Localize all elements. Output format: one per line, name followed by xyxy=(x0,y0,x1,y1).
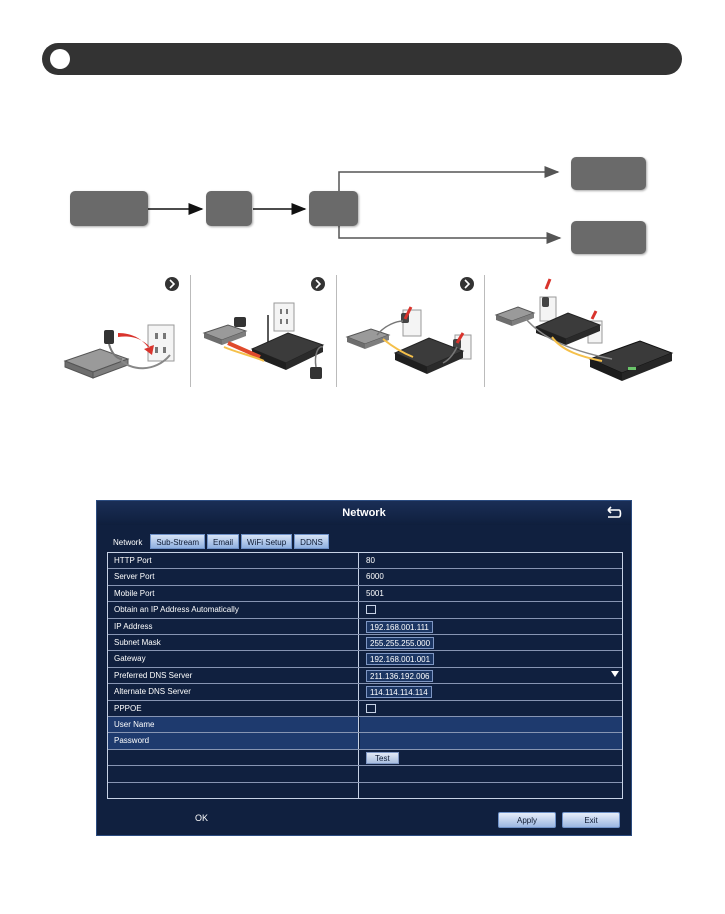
test-button[interactable]: Test xyxy=(366,751,399,764)
setting-label: Server Port xyxy=(108,569,359,585)
obtain-ip-auto-checkbox[interactable] xyxy=(366,605,376,615)
flow-diagram-arrows xyxy=(148,166,562,244)
row-user-name: User Name xyxy=(108,717,622,734)
scroll-down-triangle-icon[interactable] xyxy=(611,670,619,678)
setting-label: Preferred DNS Server xyxy=(108,667,359,684)
setting-label: PPPOE xyxy=(108,700,359,716)
setting-label xyxy=(108,782,359,799)
back-arrow-icon[interactable] xyxy=(605,505,623,521)
chevron-right-circle-icon xyxy=(165,277,179,291)
chevron-right-circle-icon xyxy=(311,277,325,291)
setting-label: IP Address xyxy=(108,618,359,634)
row-test: Test xyxy=(108,749,622,767)
alternate-dns-field[interactable]: 114.114.114.114 xyxy=(366,686,432,699)
row-obtain-ip-auto: Obtain an IP Address Automatically xyxy=(108,602,622,619)
tab-network[interactable]: Network xyxy=(113,538,143,547)
setting-value xyxy=(360,783,622,799)
panel-divider-3 xyxy=(484,275,485,387)
network-settings-table: HTTP Port 80 Server Port 6000 Mobile Por… xyxy=(107,552,623,799)
setting-label: Gateway xyxy=(108,651,359,667)
setting-label: User Name xyxy=(108,717,359,733)
step-illustration-2 xyxy=(198,275,328,387)
row-http-port: HTTP Port 80 xyxy=(108,553,622,570)
setting-label: Obtain an IP Address Automatically xyxy=(108,602,359,618)
tab-email[interactable]: Email xyxy=(207,534,240,549)
server-port-value[interactable]: 6000 xyxy=(366,572,384,582)
preferred-dns-field[interactable]: 211.136.192.006 xyxy=(366,669,434,682)
pppoe-checkbox[interactable] xyxy=(366,703,376,713)
setting-label: Alternate DNS Server xyxy=(108,684,359,700)
subnet-mask-field[interactable]: 255.255.255.000 xyxy=(366,637,435,649)
user-name-field[interactable] xyxy=(360,717,622,733)
flow-arrow-lower xyxy=(338,226,562,244)
tab-ddns[interactable]: DDNS xyxy=(294,534,329,549)
network-settings-window: Network Network Sub-Stream Email WiFi Se… xyxy=(96,500,632,836)
gateway-field[interactable]: 192.168.001.001 xyxy=(366,653,435,666)
mobile-port-value[interactable]: 5001 xyxy=(366,588,384,598)
setting-label xyxy=(108,766,359,782)
setting-label xyxy=(108,749,359,766)
row-server-port: Server Port 6000 xyxy=(108,569,622,586)
setting-label: Mobile Port xyxy=(108,585,359,602)
password-field[interactable] xyxy=(360,733,622,749)
setting-label: Password xyxy=(108,733,359,749)
flow-box-1 xyxy=(70,191,148,226)
row-mobile-port: Mobile Port 5001 xyxy=(108,585,622,603)
step-illustration-1 xyxy=(60,275,190,387)
window-title: Network xyxy=(97,501,631,525)
tab-wifi-setup[interactable]: WiFi Setup xyxy=(241,534,293,549)
row-empty xyxy=(108,766,622,783)
row-empty xyxy=(108,782,622,799)
flow-box-upper xyxy=(571,157,646,190)
row-password: Password xyxy=(108,733,622,750)
row-alternate-dns: Alternate DNS Server 114.114.114.114 xyxy=(108,684,622,701)
http-port-value[interactable]: 80 xyxy=(366,556,375,565)
flow-box-2 xyxy=(206,191,252,226)
row-ip-address: IP Address 192.168.001.111 xyxy=(108,618,622,635)
chevron-right-circle-icon xyxy=(460,277,474,291)
section-header-bar xyxy=(42,43,682,75)
flow-box-3 xyxy=(309,191,358,226)
step-illustration-4 xyxy=(492,275,674,387)
row-pppoe: PPPOE xyxy=(108,700,622,717)
tab-sub-stream[interactable]: Sub-Stream xyxy=(150,534,206,549)
panel-divider-1 xyxy=(190,275,191,387)
setting-value xyxy=(360,766,622,781)
ip-address-field[interactable]: 192.168.001.111 xyxy=(366,620,433,633)
setting-label: HTTP Port xyxy=(108,553,359,569)
row-gateway: Gateway 192.168.001.001 xyxy=(108,651,622,668)
section-number-circle xyxy=(50,49,70,69)
flow-arrow-upper xyxy=(338,166,560,191)
settings-tabs: Network Sub-Stream Email WiFi Setup DDNS xyxy=(107,534,329,549)
row-subnet-mask: Subnet Mask 255.255.255.000 xyxy=(108,635,622,652)
row-preferred-dns: Preferred DNS Server 211.136.192.006 xyxy=(108,667,622,685)
setting-label: Subnet Mask xyxy=(108,635,359,651)
status-text: OK xyxy=(195,813,209,823)
apply-button[interactable]: Apply xyxy=(498,812,556,828)
flow-box-lower xyxy=(571,221,646,254)
exit-button[interactable]: Exit xyxy=(562,812,620,828)
step-illustration-3 xyxy=(343,275,478,387)
panel-divider-2 xyxy=(336,275,337,387)
